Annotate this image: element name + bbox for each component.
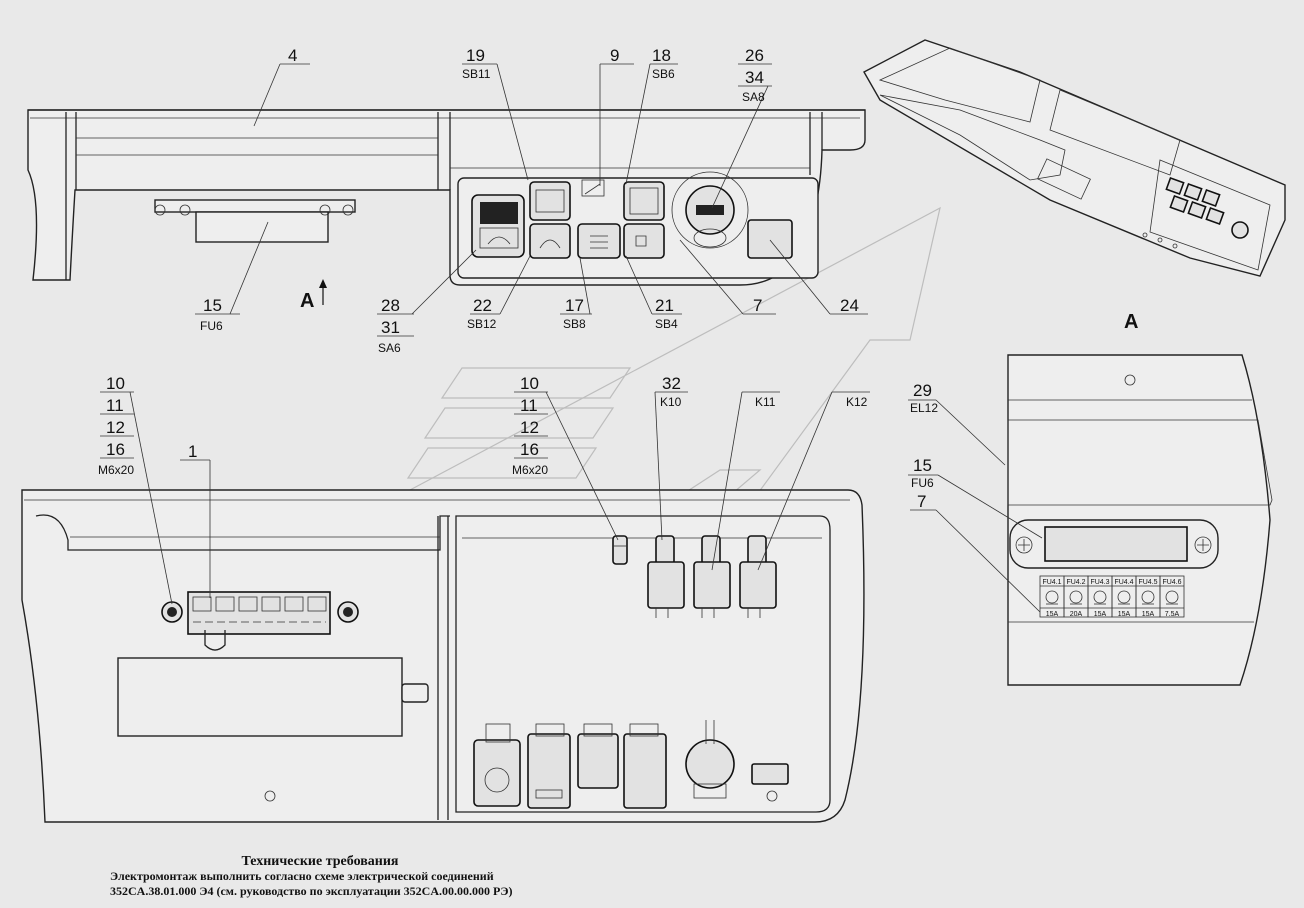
relay-k12 [739, 535, 777, 618]
callout-sa8: SA8 [742, 90, 765, 104]
mid-callout-10: 10 [520, 374, 539, 393]
callout-26: 26 [745, 46, 764, 65]
sa8-rotary-switch [671, 171, 749, 249]
view-a-panel: FU4.1 15A FU4.2 20A FU4.3 15A FU4.4 15A FU4.5 15A… [1007, 354, 1273, 686]
isometric-view [863, 39, 1286, 277]
fuse-rating: 20A [1070, 611, 1083, 618]
sb12-button [529, 223, 571, 259]
fuse-block-fu6 [187, 591, 331, 651]
sb11-button [529, 181, 571, 221]
iso-buttons [1165, 176, 1249, 239]
fuse-rating: 15A [1094, 611, 1107, 618]
mid-callout-12: 12 [520, 418, 539, 437]
fuse-rating: 15A [1118, 611, 1131, 618]
callout-28: 28 [381, 296, 400, 315]
callout-sb8: SB8 [563, 317, 586, 331]
callout-k11: K11 [755, 395, 776, 409]
bottom-panel [21, 489, 865, 823]
left-callout-m6x20: M6x20 [98, 463, 134, 477]
top-panel [27, 109, 866, 286]
fuse-rating: 7.5A [1165, 611, 1180, 618]
sb4-button [623, 223, 665, 259]
callout-21: 21 [655, 296, 674, 315]
callout-k12: K12 [846, 395, 868, 409]
callout-sb12: SB12 [467, 317, 497, 331]
technical-requirements: Технические требования Электромонтаж вып… [110, 854, 512, 898]
callout-15: 15 [203, 296, 222, 315]
left-callout-16: 16 [106, 440, 125, 459]
fuse-cell [1159, 575, 1185, 618]
mid-callout-m6x20: M6x20 [512, 463, 548, 477]
callout-19: 19 [466, 46, 485, 65]
fan-icon [1141, 590, 1155, 605]
callout-sa6: SA6 [378, 341, 401, 355]
callout-32: 32 [662, 374, 681, 393]
callout-34: 34 [745, 68, 764, 87]
lamp-icon [1069, 590, 1083, 605]
callout-view-fu6: FU6 [911, 476, 934, 490]
callout-31: 31 [381, 318, 400, 337]
callout-4: 4 [288, 46, 297, 65]
relay-k10 [647, 535, 685, 618]
view-a-callouts: 29 EL12 15 FU6 7 [908, 381, 1043, 613]
callout-29: 29 [913, 381, 932, 400]
callout-17: 17 [565, 296, 584, 315]
ground-bolt [612, 535, 628, 565]
headlight-icon [1045, 590, 1059, 605]
fuse-rating: 15A [1046, 611, 1059, 618]
beacon-icon [1165, 590, 1179, 605]
washer-icon [1117, 590, 1131, 605]
sa6-rocker-switch [471, 194, 525, 258]
view-a-title: A [1124, 311, 1138, 333]
callout-k10: K10 [660, 395, 682, 409]
callout-24: 24 [840, 296, 859, 315]
fuse-label-table: FU4.1 15A FU4.2 20A FU4.3 15A FU4.4 15A FU4.5 15A… [1039, 575, 1185, 618]
fuse-name: FU4.5 [1138, 579, 1157, 586]
requirements-line-1: Электромонтаж выполнить согласно схеме э… [110, 869, 494, 883]
blank-plug-24 [747, 219, 793, 259]
requirements-title: Технические требования [242, 854, 399, 869]
callout-sb11: SB11 [462, 67, 491, 81]
callout-7: 7 [753, 296, 762, 315]
view-arrow-label: A [300, 290, 314, 312]
indicator-9 [581, 179, 605, 197]
callout-18: 18 [652, 46, 671, 65]
callout-view-7: 7 [917, 492, 926, 511]
left-callout-12: 12 [106, 418, 125, 437]
bottom-callouts: 10 11 12 16 M6x20 1 10 11 12 16 M6x20 32… [98, 374, 870, 605]
relay-k11 [693, 535, 731, 618]
fuse-name: FU4.4 [1114, 579, 1133, 586]
fuse-name: FU4.1 [1042, 579, 1061, 586]
callout-9: 9 [610, 46, 619, 65]
callout-view-15: 15 [913, 456, 932, 475]
fuse-name: FU4.3 [1090, 579, 1109, 586]
left-callout-11: 11 [106, 396, 124, 415]
callout-1: 1 [188, 442, 197, 461]
connectors-row [473, 720, 789, 809]
callout-22: 22 [473, 296, 492, 315]
wiper-icon [1093, 590, 1107, 605]
fuse-name: FU4.2 [1066, 579, 1085, 586]
mid-callout-11: 11 [520, 396, 538, 415]
callout-el12: EL12 [910, 401, 938, 415]
mid-callout-16: 16 [520, 440, 539, 459]
fuse-rating: 15A [1142, 611, 1155, 618]
top-callouts: 4 19 SB11 9 18 SB6 26 34 SA8 15 FU6 A 28… [195, 46, 868, 355]
fuse-name: FU4.6 [1162, 579, 1181, 586]
callout-fu6: FU6 [200, 319, 223, 333]
callout-sb6: SB6 [652, 67, 675, 81]
callout-sb4: SB4 [655, 317, 678, 331]
sb6-button [623, 181, 665, 221]
requirements-line-2: 352CA.38.01.000 Э4 (см. руководство по э… [110, 884, 512, 898]
sb8-button [577, 223, 621, 259]
left-callout-10: 10 [106, 374, 125, 393]
